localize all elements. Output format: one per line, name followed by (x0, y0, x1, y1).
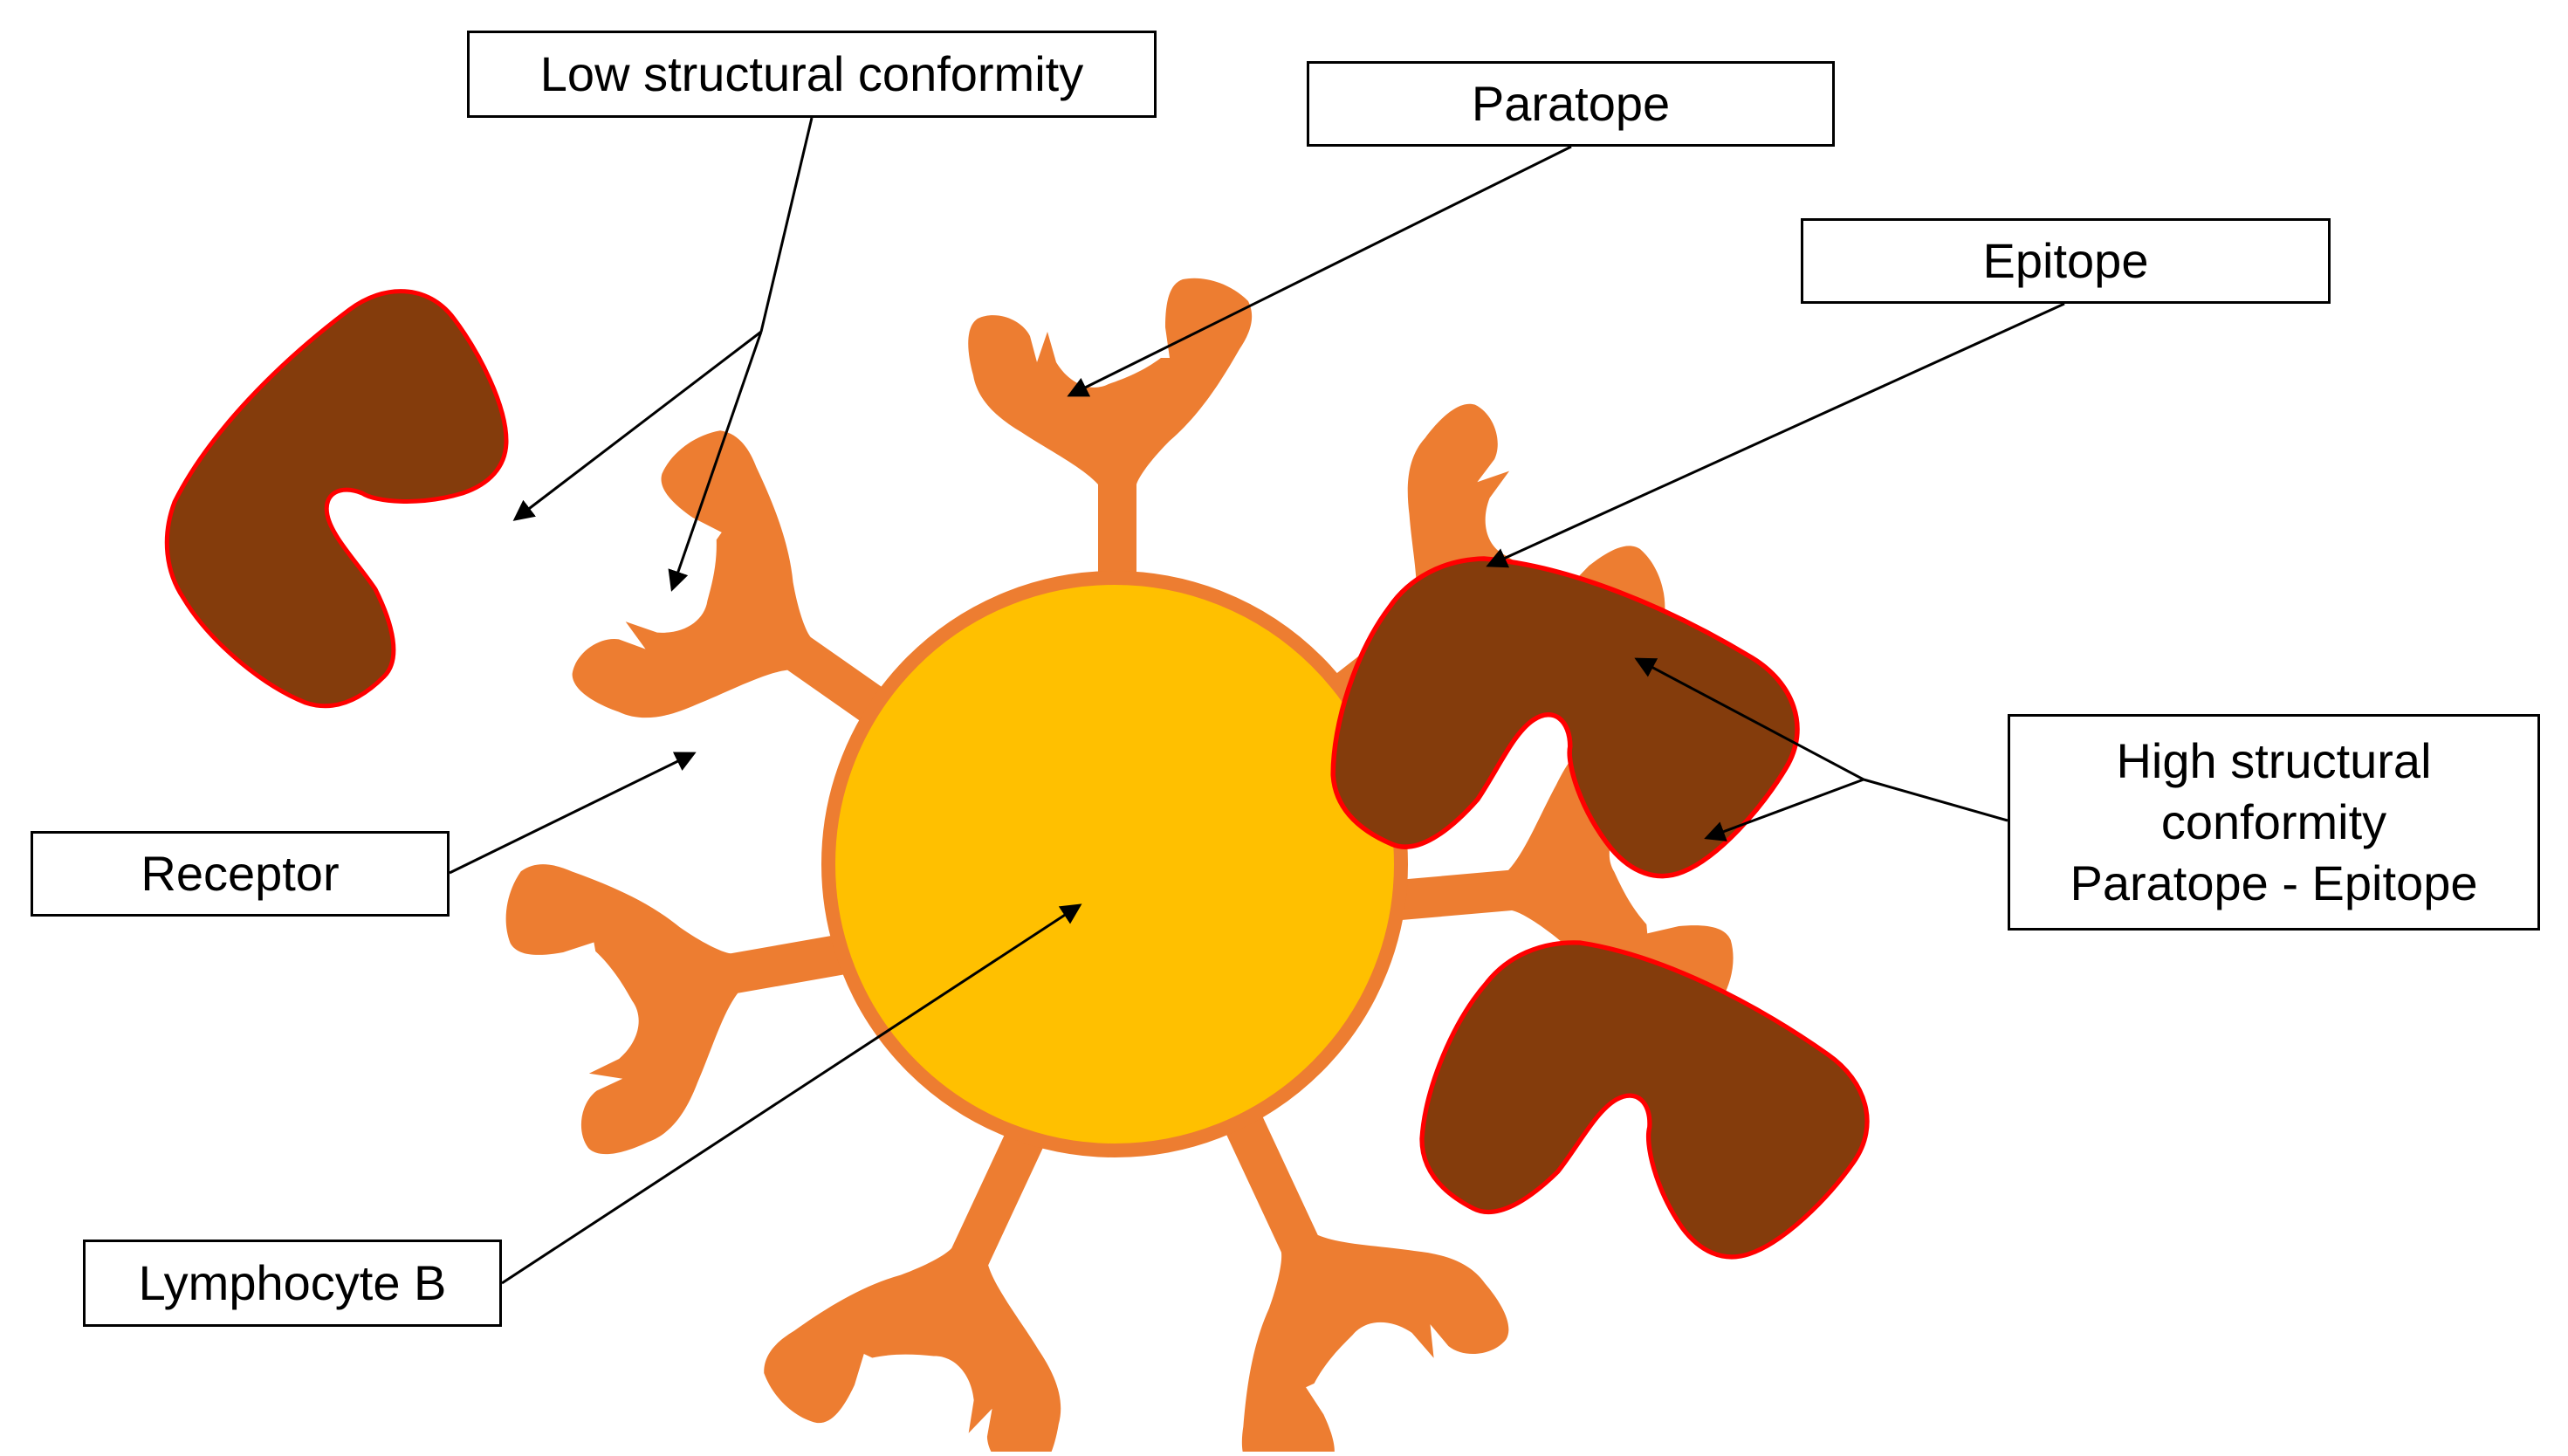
label-high-line-3: Paratope - Epitope (2070, 855, 2478, 910)
antigen-unbound (167, 292, 506, 706)
lymphocyte-b-cell (821, 571, 1408, 1157)
pointer-high-stem (1863, 778, 2008, 822)
label-high-line-1: High structural (2116, 733, 2432, 788)
label-high-structural-conformity: High structural conformity Paratope - Ep… (2008, 714, 2540, 931)
label-epitope-text: Epitope (1982, 233, 2149, 288)
label-lymphocyte-b: Lymphocyte B (83, 1240, 502, 1327)
pointer-high-to-lower (1704, 778, 1864, 841)
label-lymphocyte-b-text: Lymphocyte B (138, 1255, 447, 1310)
label-paratope: Paratope (1307, 61, 1835, 147)
pointer-receptor (449, 752, 697, 875)
pointer-paratope (1067, 145, 1572, 397)
pointer-lymphocyte-b (501, 903, 1082, 1285)
label-high-line-2: conformity (2160, 794, 2387, 849)
label-receptor: Receptor (31, 831, 450, 917)
label-receptor-text: Receptor (141, 846, 340, 901)
pointer-lines (449, 117, 2065, 1285)
pointer-high-to-upper (1634, 657, 1864, 781)
pointer-low-stem (759, 117, 814, 333)
receptor-top (968, 278, 1253, 615)
label-paratope-text: Paratope (1471, 76, 1671, 131)
pointer-low-to-antigen (512, 330, 762, 521)
pointer-epitope (1486, 302, 2065, 568)
label-epitope: Epitope (1801, 218, 2331, 304)
pointer-low-to-receptor (668, 331, 763, 592)
label-low-structural-conformity: Low structural conformity (467, 31, 1157, 118)
label-low-structural-conformity-text: Low structural conformity (539, 46, 1084, 101)
